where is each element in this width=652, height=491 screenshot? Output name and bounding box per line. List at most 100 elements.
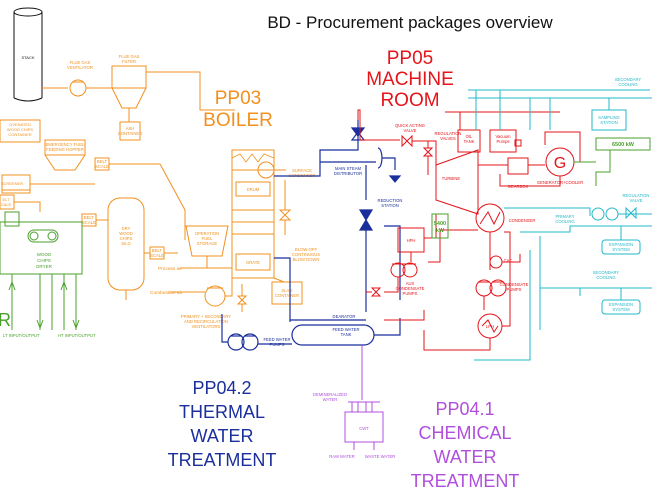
fuel-storage-label-3: STORAGE xyxy=(197,241,218,246)
condenser-label: CONDENSER xyxy=(509,218,536,223)
wood-chips-dryer-label-1: WOOD xyxy=(37,252,52,257)
ventilators-label-2: AND RECIRCULATION xyxy=(184,319,228,324)
feed-water-tank-label-2: TANK xyxy=(341,332,352,337)
expansion-system-2-label-2: SYSTEM xyxy=(612,307,630,312)
expansion-system-2-label-1: EXPANSION xyxy=(609,302,633,307)
gearbox-label: GEARBOX xyxy=(508,184,529,189)
pp041-title: PP04.1 CHEMICAL WATER TREATMENT xyxy=(411,399,520,491)
vacuum-pumps-label-2: Pumps xyxy=(496,139,509,144)
main-steam-label-1: MAIN STEAM xyxy=(335,166,362,171)
machine-room-labels: QUICK ACTING VALVE REGULATION VALVES OIL… xyxy=(395,123,583,329)
turbine-label: TURBINE xyxy=(442,176,461,181)
wood-chips-container-labels: OVENATED WOOD CHIPS CONTAINER xyxy=(7,122,34,137)
combustion-air-label: Combustion air xyxy=(150,290,183,296)
regulation-valves-label-1: REGULATION xyxy=(435,131,462,136)
expansion-system-1-label-2: SYSTEM xyxy=(612,247,630,252)
quick-acting-label-2: VALVE xyxy=(404,128,417,133)
aux-condensate-label-2: CONDENSATE xyxy=(396,286,425,291)
kw-small-label-2: kW xyxy=(436,228,445,234)
waste-water-label: WASTE WATER xyxy=(365,454,396,459)
pp05-line-1: PP05 xyxy=(387,48,433,69)
belt-left-label-2: CALE xyxy=(1,202,12,207)
wood-chips-dryer-label-3: DRYER xyxy=(36,264,52,269)
pp03-line-2: BOILER xyxy=(203,110,273,131)
blow-off-label-3: BLOW DOWN xyxy=(293,257,320,262)
generator-symbol: G xyxy=(554,155,566,172)
regulation-valve-label-2: VALVE xyxy=(630,198,643,203)
condensate-pumps-label-2: PUMPS xyxy=(507,287,522,292)
pp042-line-1: PP04.2 xyxy=(192,378,251,398)
feed-water-pumps-label-1: FEED WATER xyxy=(264,337,291,342)
ht-io-label: HT INPUT/OUTPUT xyxy=(58,333,96,338)
aux-condensate-label-1: AUX xyxy=(406,281,415,286)
feed-water-pumps-label-2: PUMPS xyxy=(270,342,285,347)
pp05-line-2: MACHINE xyxy=(366,69,454,90)
feed-water-tank-label-1: FEED WATER xyxy=(333,327,360,332)
wood-chips-container-label-3: CONTAINER xyxy=(8,132,31,137)
pp042-title: PP04.2 THERMAL WATER TREATMENT xyxy=(168,378,277,470)
flue-gas-filter-label-1: FLUE GAS xyxy=(119,54,140,59)
emergency-hopper-label-1: EMERGENCY FUEL xyxy=(46,142,85,147)
wood-chips-container xyxy=(0,119,41,143)
grate-label: GRATE xyxy=(246,260,260,265)
ventilators-label-3: VENTILATORS xyxy=(192,324,221,329)
pp05-line-3: ROOM xyxy=(380,90,439,111)
secondary-cooling-bottom-label-2: COOLING xyxy=(596,275,615,280)
process-air-label: Process air xyxy=(158,266,182,272)
kw-small-label-1: 5400 xyxy=(434,221,446,227)
pp042-line-4: TREATMENT xyxy=(168,450,277,470)
boiler-labels: FLUE GAS VENTILATOR FLUE GAS FILTER ASH … xyxy=(46,54,321,329)
belt-scale-2-label-1: BELT xyxy=(84,215,95,220)
cac-label: CAC xyxy=(504,258,513,263)
dry-silo-label-3: CHIPS xyxy=(120,236,133,241)
secondary-cooling-top-label-2: COOLING xyxy=(618,82,637,87)
boiler-lines xyxy=(0,65,303,312)
ash-container-label-2: CONTAINER xyxy=(118,131,142,136)
pp-left-partial-label: R xyxy=(0,310,11,330)
stack-label: STACK xyxy=(21,55,34,60)
fuel-storage-label-2: FUEL xyxy=(202,236,213,241)
slag-container-label-1: SLAG xyxy=(281,288,292,293)
blow-off-label-2: CONTINUOUS xyxy=(292,252,320,257)
regulation-valves-label-2: VALVES xyxy=(440,136,456,141)
main-steam-label-2: DISTRIBUTOR xyxy=(334,171,362,176)
machine-room-lines xyxy=(357,109,581,351)
pp041-line-4: TREATMENT xyxy=(411,471,520,491)
pp041-line-2: CHEMICAL xyxy=(418,423,511,443)
flue-gas-ventilator-label-1: FLUE GAS xyxy=(70,60,91,65)
demineralized-water-label-1: DEMINERALIZED xyxy=(313,392,347,397)
pp03-line-1: PP03 xyxy=(215,88,261,109)
slag-container-label-2: CONTAINER xyxy=(275,293,299,298)
primary-cooling-label-2: COOLING xyxy=(555,219,574,224)
stack xyxy=(13,7,43,102)
raw-water-label: RAW WATER xyxy=(329,454,354,459)
cooling-lines xyxy=(468,89,652,361)
dry-silo-label-2: WOOD xyxy=(119,231,133,236)
expansion-system-1-label-1: EXPANSION xyxy=(609,242,633,247)
belt-scale-label-1: BELT xyxy=(97,159,108,164)
belt-scale-3-label-1: BELT xyxy=(152,248,163,253)
chemical-water-lines xyxy=(344,345,384,450)
secondary-cooling-bottom-label-1: SECONDARY xyxy=(593,270,620,275)
thermal-water-labels: MAIN STEAM DISTRIBUTOR REDUCTION STATION… xyxy=(264,166,403,347)
dryer-labels: WOOD CHIPS DRYER xyxy=(36,252,52,269)
belt-scale-3-label-2: SCALE xyxy=(150,253,164,258)
deaerator-label: DEARATOR xyxy=(333,314,356,319)
oil-tank-label-1: OIL xyxy=(466,134,473,139)
screener-label: SCREENER xyxy=(1,181,23,186)
demineralized-water-label-2: WATER xyxy=(323,397,338,402)
chemical-water-labels: DEMINERALIZED WATER CWT RAW WATER WASTE … xyxy=(313,392,395,459)
belt-left-label-1: ELT xyxy=(2,197,10,202)
secondary-cooling-top-label-1: SECONDARY xyxy=(615,77,642,82)
pp042-line-2: THERMAL xyxy=(179,402,265,422)
pp041-line-3: WATER xyxy=(434,447,497,467)
flue-gas-filter-label-2: FILTER xyxy=(122,59,136,64)
ash-container-label-1: ASH xyxy=(126,126,135,131)
condensate-pumps-label-1: CONDENSATE xyxy=(500,282,529,287)
primary-cooling-label-1: PRIMARY xyxy=(555,214,574,219)
quick-acting-label-1: QUICK ACTING xyxy=(395,123,425,128)
dry-silo-label-1: DRY xyxy=(122,226,131,231)
dryer-lines xyxy=(0,211,83,330)
dry-silo-label-4: SILO xyxy=(121,241,131,246)
